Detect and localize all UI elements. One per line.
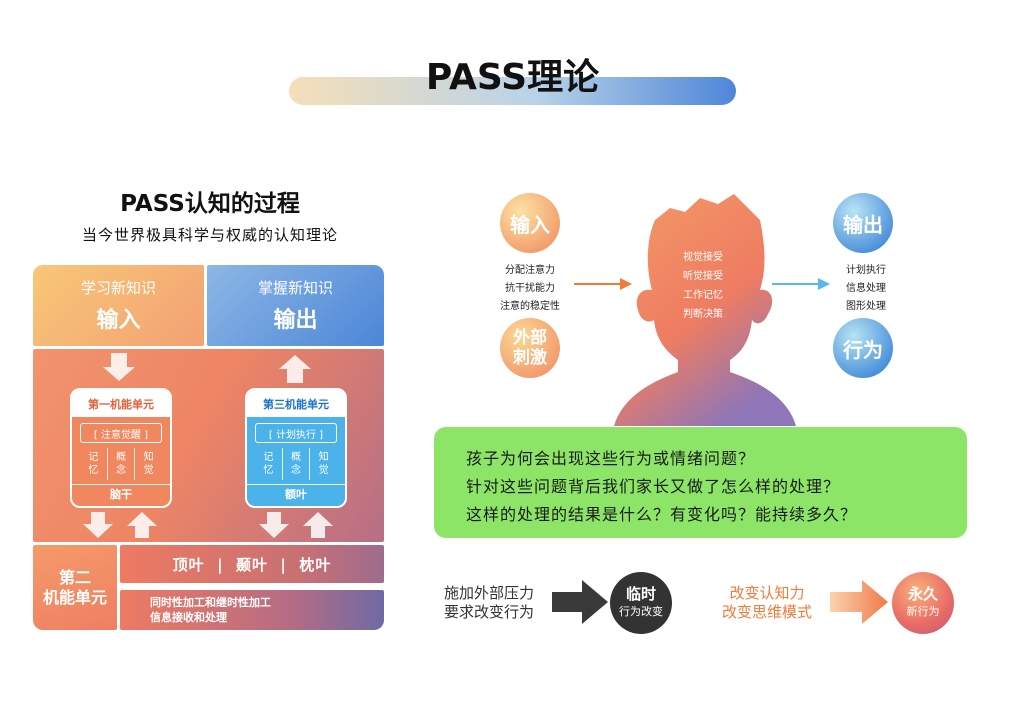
output-item: 计划执行 [846,265,886,276]
lobes-label: 顶叶 | 颞叶 | 枕叶 [172,555,332,574]
unit-tag: [ 计划执行 ] [255,423,337,443]
right-arrow-icon [574,278,632,290]
output-block-caption: 掌握新知识 [257,279,333,297]
gradient-arrow-icon [830,580,888,624]
unit-column: 知 觉 [309,448,337,480]
lobes-block: 顶叶 | 颞叶 | 枕叶 [120,545,384,583]
output-block-label: 输出 [273,308,318,333]
head-item: 判断决策 [683,309,723,320]
head-item: 工作记忆 [683,290,723,301]
unit-heading: 第三机能单元 [247,390,345,417]
input-block: 学习新知识 输入 [33,265,204,346]
question-line: 孩子为何会出现这些行为或情绪问题？ [466,449,756,468]
output-item: 信息处理 [846,283,886,294]
input-block-label: 输入 [96,308,141,333]
external-pressure-text: 施加外部压力 要求改变行为 [443,584,534,621]
question-line: 这样的处理的结果是什么？有变化吗？能持续多久？ [466,505,858,524]
person-head-silhouette-icon [614,194,796,426]
unit-column: 概 念 [281,448,310,480]
unit-columns: 记 忆 概 念 知 觉 [255,448,337,480]
unit-footer: 额叶 [247,484,345,501]
change-cognition-text: 改变认知力 改变思维模式 [721,584,812,621]
second-unit-label: 第二 机能单元 [42,567,107,607]
unit-columns: 记 忆 概 念 知 觉 [80,448,162,480]
third-function-unit: 第三机能单元 [ 计划执行 ] 记 忆 概 念 知 觉 额叶 [245,388,347,508]
up-arrow-icon [279,355,311,383]
behavior-circle: 行为 [833,318,893,378]
output-block: 掌握新知识 输出 [207,265,384,346]
external-stimulus-circle: 外部 刺激 [500,318,560,378]
unit-column: 记 忆 [263,452,274,476]
output-items-list: 计划执行 信息处理 图形处理 [826,262,906,316]
head-item: 视觉接受 [683,252,723,263]
question-line: 针对这些问题背后我们家长又做了怎么样的处理？ [466,477,841,496]
down-arrow-icon [259,512,289,538]
left-panel-title: PASS认知的过程 [120,191,300,217]
down-arrow-icon [83,512,113,538]
output-item: 图形处理 [846,301,886,312]
head-item: 听觉接受 [683,271,723,282]
temporary-sublabel: 行为改变 [619,605,663,618]
first-function-unit: 第一机能单元 [ 注意觉醒 ] 记 忆 概 念 知 觉 脑干 [70,388,172,508]
input-item: 注意的稳定性 [500,301,560,312]
dark-arrow-icon [552,580,608,624]
unit-column: 概 念 [106,448,135,480]
left-panel-subtitle: 当今世界极具科学与权威的认知理论 [81,225,338,244]
up-arrow-icon [303,512,333,538]
lobes-desc-line: 同时性加工和继时性加工 [150,596,271,609]
temporary-label: 临时 [625,585,656,603]
down-arrow-icon [103,353,135,381]
right-arrow-icon [772,278,830,290]
unit-column: 记 忆 [88,452,99,476]
input-item: 分配注意力 [505,265,555,276]
permanent-sublabel: 新行为 [906,605,940,618]
head-processing-list: 视觉接受 听觉接受 工作记忆 判断决策 [658,248,748,324]
second-unit-block: 第二 机能单元 [33,545,117,630]
up-arrow-icon [127,512,157,538]
input-items-list: 分配注意力 抗干扰能力 注意的稳定性 [490,262,570,316]
questions-box: 孩子为何会出现这些行为或情绪问题？ 针对这些问题背后我们家长又做了怎么样的处理？… [434,427,967,538]
permanent-behavior-circle: 永久 新行为 [892,572,954,634]
lobes-desc-line: 信息接收和处理 [150,611,227,624]
lobes-desc-block: 同时性加工和继时性加工 信息接收和处理 [120,590,384,630]
unit-tag: [ 注意觉醒 ] [80,423,162,443]
output-circle: 输出 [833,193,893,253]
title-underline-bar [289,77,736,105]
unit-column: 知 觉 [134,448,162,480]
page-title: PASS理论 [425,57,600,98]
permanent-label: 永久 [907,585,938,603]
temporary-change-circle: 临时 行为改变 [610,572,672,634]
input-item: 抗干扰能力 [505,283,555,294]
unit-arrows [83,353,333,538]
unit-heading: 第一机能单元 [72,390,170,417]
unit-footer: 脑干 [72,484,170,501]
input-block-caption: 学习新知识 [80,279,156,297]
input-circle: 输入 [500,193,560,253]
